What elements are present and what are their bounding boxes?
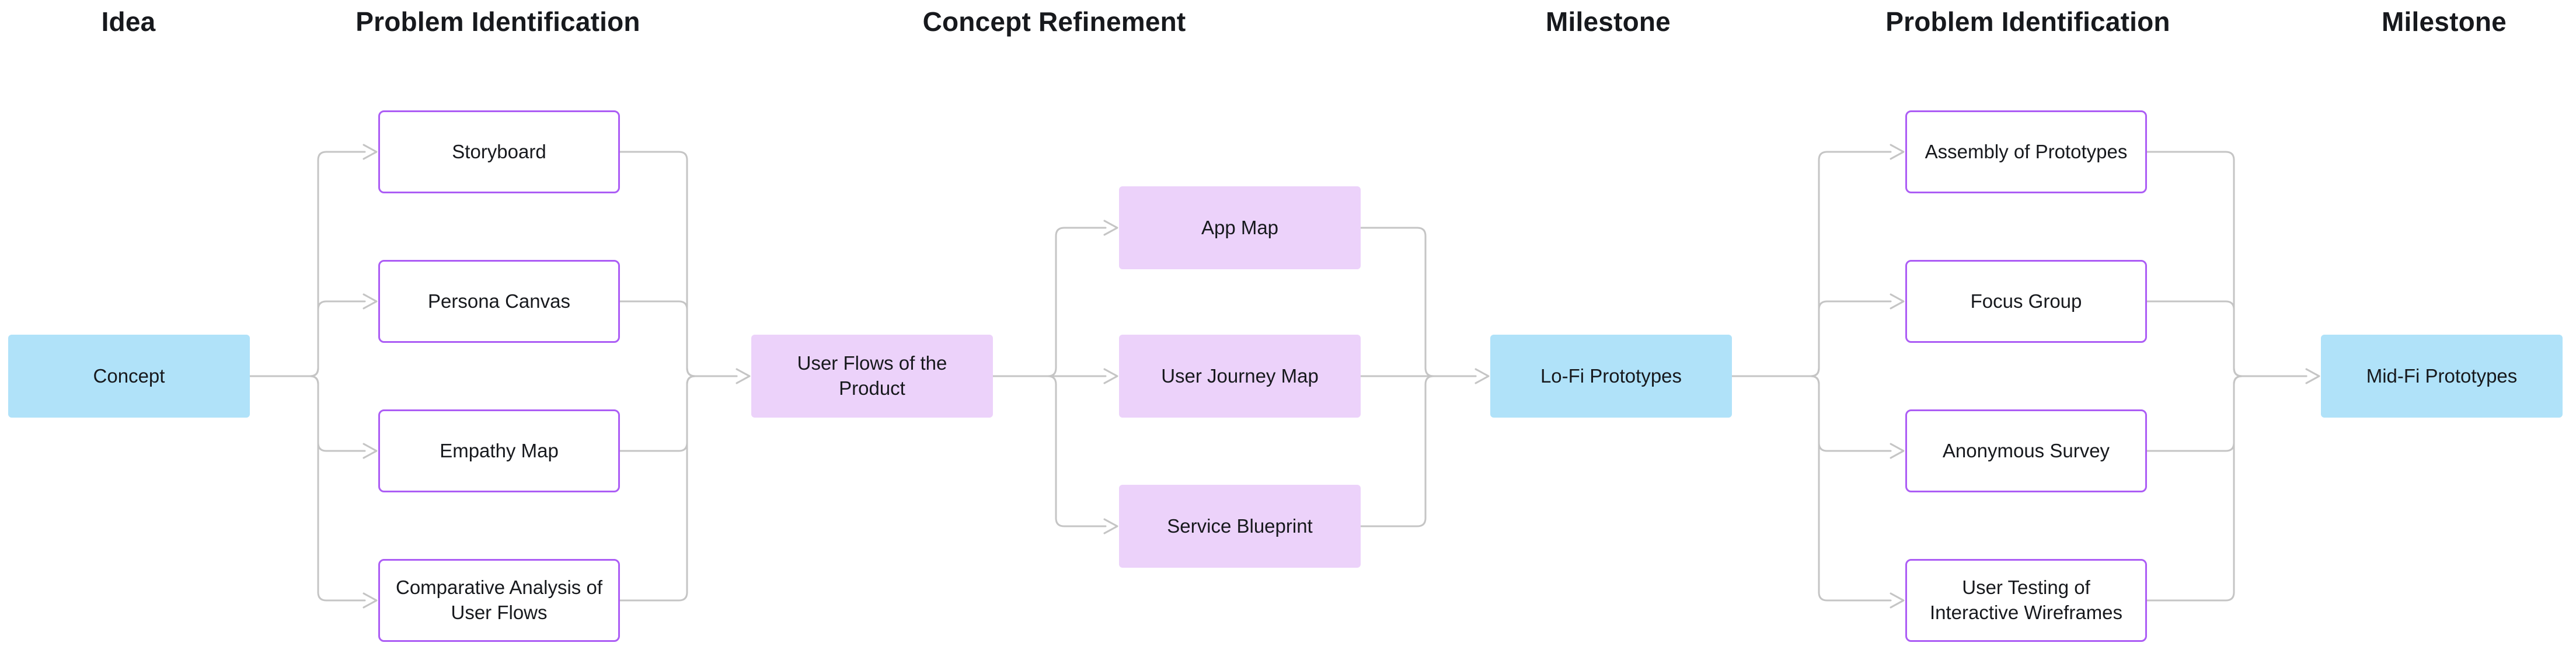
- node-app-map[interactable]: App Map: [1119, 186, 1361, 269]
- edges-lofi-split: [1731, 144, 1905, 609]
- stage-header-milestone-2[interactable]: Milestone: [2382, 6, 2507, 37]
- node-comparative-analysis[interactable]: Comparative Analysis of User Flows: [378, 559, 620, 642]
- node-persona-canvas[interactable]: Persona Canvas: [378, 260, 620, 343]
- node-user-flows[interactable]: User Flows of the Product: [751, 335, 993, 418]
- edges-lofi-merge: [1360, 227, 1490, 527]
- edges-userflows-split: [992, 220, 1118, 534]
- node-empathy-map[interactable]: Empathy Map: [378, 409, 620, 492]
- edges-concept-split: [249, 144, 378, 609]
- edges-userflows-merge: [619, 151, 751, 602]
- stage-header-milestone[interactable]: Milestone: [1546, 6, 1671, 37]
- node-user-testing[interactable]: User Testing of Interactive Wireframes: [1905, 559, 2147, 642]
- node-assembly-of-prototypes[interactable]: Assembly of Prototypes: [1905, 110, 2147, 193]
- node-focus-group[interactable]: Focus Group: [1905, 260, 2147, 343]
- node-lofi-prototypes[interactable]: Lo-Fi Prototypes: [1490, 335, 1732, 418]
- node-midfi-prototypes[interactable]: Mid-Fi Prototypes: [2321, 335, 2563, 418]
- node-concept[interactable]: Concept: [8, 335, 250, 418]
- stage-header-idea[interactable]: Idea: [101, 6, 156, 37]
- node-anonymous-survey[interactable]: Anonymous Survey: [1905, 409, 2147, 492]
- stage-header-problem-identification[interactable]: Problem Identification: [355, 6, 640, 37]
- node-user-journey-map[interactable]: User Journey Map: [1119, 335, 1361, 418]
- node-service-blueprint[interactable]: Service Blueprint: [1119, 485, 1361, 568]
- stage-header-problem-identification-2[interactable]: Problem Identification: [1885, 6, 2170, 37]
- stage-header-concept-refinement[interactable]: Concept Refinement: [922, 6, 1186, 37]
- edges-midfi-merge: [2146, 151, 2320, 602]
- node-storyboard[interactable]: Storyboard: [378, 110, 620, 193]
